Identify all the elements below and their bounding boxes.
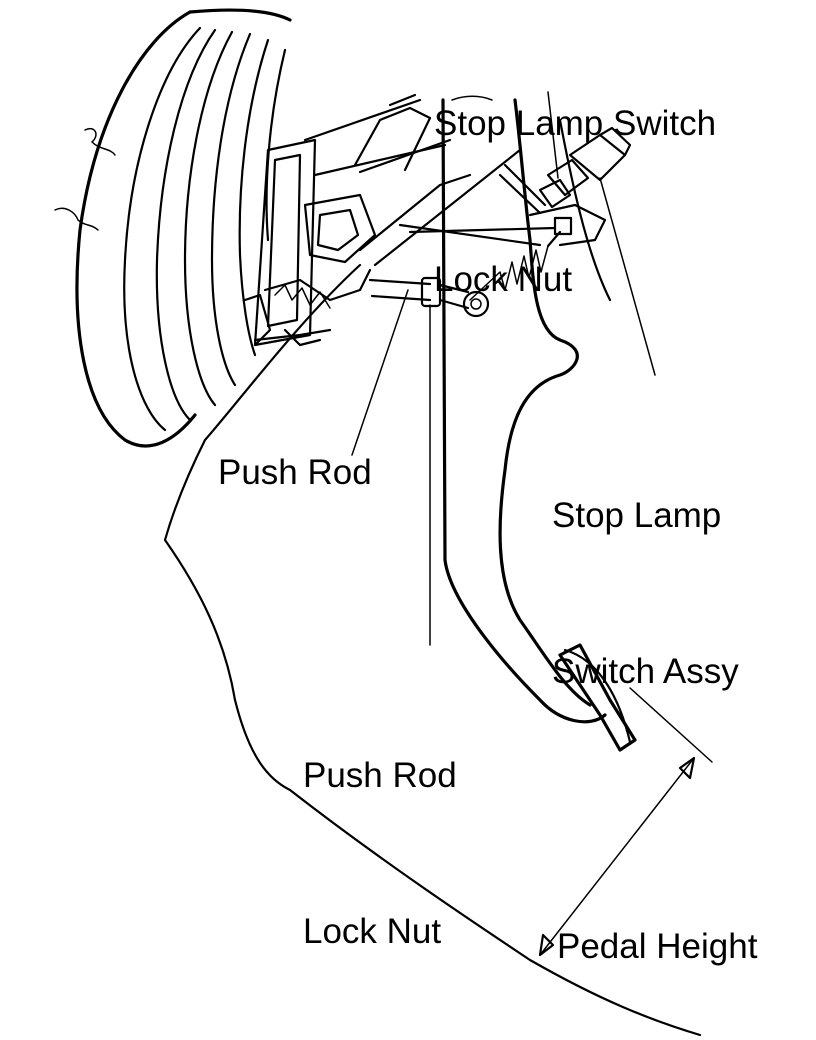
stop-lamp-switch-assy-line2: Switch Assy <box>552 652 739 691</box>
push-rod-label: Push Rod <box>218 453 372 492</box>
floor-panel <box>163 93 702 1037</box>
brake-booster <box>54 8 292 448</box>
push-rod-lock-nut-line2: Lock Nut <box>303 912 442 951</box>
leader-lines <box>351 91 656 646</box>
stop-lamp-switch <box>398 126 632 247</box>
stop-lamp-switch-lock-nut-line1: Stop Lamp Switch <box>434 104 717 143</box>
stop-lamp-switch-assy-label: Stop Lamp Switch Assy <box>552 386 739 750</box>
push-rod-lock-nut-line1: Push Rod <box>303 756 457 795</box>
stop-lamp-switch-lock-nut-label: Stop Lamp Switch Lock Nut <box>434 0 716 358</box>
mounting-bracket <box>243 98 522 347</box>
brake-pedal-arm <box>441 95 637 752</box>
stop-lamp-switch-assy-line1: Stop Lamp <box>552 496 722 535</box>
pedal-height-label: Pedal Height <box>557 927 758 966</box>
stop-lamp-switch-lock-nut-line2: Lock Nut <box>434 260 573 299</box>
pedal-height-dimension <box>538 687 713 957</box>
push-rod-lock-nut-label: Push Rod Lock Nut <box>303 646 457 1010</box>
